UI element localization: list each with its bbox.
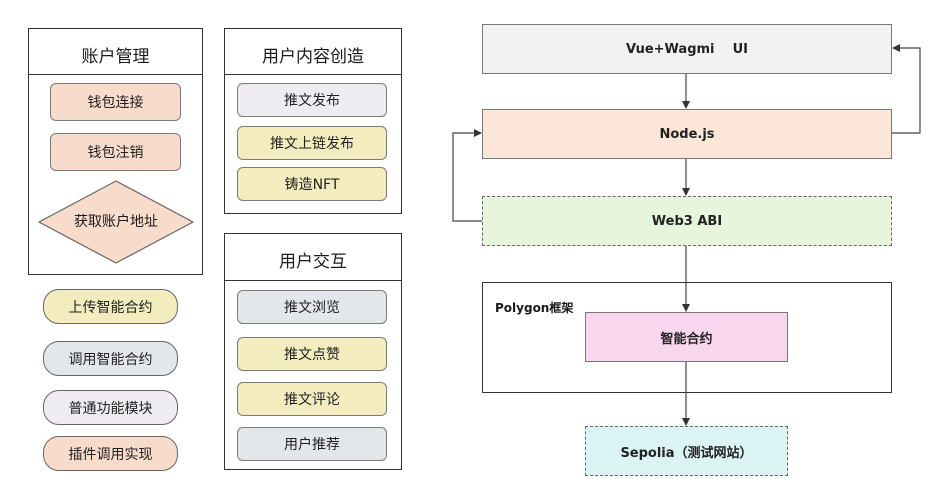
interaction-title-divider <box>225 280 401 281</box>
user-interaction-title: 用户交互 <box>279 252 347 272</box>
legend-normal-module: 普通功能模块 <box>43 390 178 425</box>
account-title-divider <box>29 74 202 75</box>
account-management-title: 账户管理 <box>81 47 150 67</box>
legend-call-contract: 调用智能合约 <box>43 341 178 376</box>
smart-contract-box: 智能合约 <box>585 312 788 362</box>
tweet-like-box: 推文点赞 <box>237 337 387 371</box>
account-management-panel: 账户管理 钱包连接 钱包注销 <box>28 28 203 275</box>
wallet-logout-box: 钱包注销 <box>50 133 181 171</box>
legend-plugin-call: 插件调用实现 <box>43 436 178 471</box>
vue-wagmi-ui-box: Vue+Wagmi UI <box>482 24 892 74</box>
tweet-comment-box: 推文评论 <box>237 382 387 416</box>
nodejs-box: Node.js <box>482 109 892 159</box>
legend-upload-contract: 上传智能合约 <box>43 289 178 324</box>
get-account-address-label: 获取账户地址 <box>74 214 158 230</box>
web3-abi-box: Web3 ABI <box>482 196 892 246</box>
mint-nft-box: 铸造NFT <box>237 167 387 201</box>
tweet-onchain-publish-box: 推文上链发布 <box>237 126 387 160</box>
user-interaction-panel: 用户交互 推文浏览 推文点赞 推文评论 用户推荐 <box>224 233 402 470</box>
wallet-connect-box: 钱包连接 <box>50 83 181 121</box>
sepolia-testnet-box: Sepolia（测试网站） <box>585 426 788 476</box>
polygon-framework-label: Polygon框架 <box>495 301 574 315</box>
content-title-divider <box>225 74 401 75</box>
user-recommend-box: 用户推荐 <box>237 427 387 461</box>
tweet-publish-box: 推文发布 <box>237 83 387 117</box>
content-creation-title: 用户内容创造 <box>262 47 364 67</box>
content-creation-panel: 用户内容创造 推文发布 推文上链发布 铸造NFT <box>224 28 402 214</box>
tweet-browse-box: 推文浏览 <box>237 290 387 324</box>
